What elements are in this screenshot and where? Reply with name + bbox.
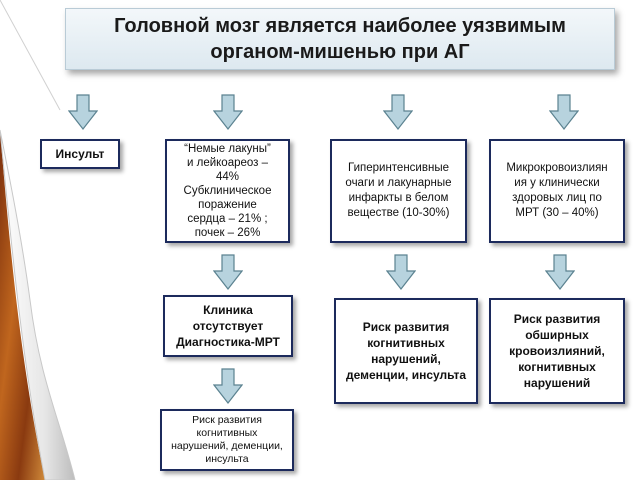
arrow-down-icon — [68, 94, 98, 130]
node-clinic-absent: Клиника отсутствует Диагностика-МРТ — [163, 295, 293, 357]
title-box: Головной мозг является наиболее уязвимым… — [65, 8, 615, 70]
node-hyperintense-foci-text: Гиперинтенсивные очаги и лакунарные инфа… — [345, 162, 452, 219]
node-stroke: Инсульт — [40, 139, 120, 169]
page-title: Головной мозг является наиболее уязвимым… — [114, 15, 566, 63]
node-risk-dementia-text: Риск развития когнитивных нарушений, дем… — [345, 320, 467, 382]
arrow-down-icon — [213, 94, 243, 130]
node-risk-small: Риск развития когнитивных нарушений, дем… — [160, 409, 294, 471]
node-clinic-absent-text: Клиника отсутствует Диагностика-МРТ — [176, 303, 280, 349]
node-microbleeds-text: Микрокровоизлиян ия у клинически здоровы… — [506, 162, 608, 219]
arrow-down-icon — [545, 254, 575, 290]
arrow-down-icon — [383, 94, 413, 130]
arrow-down-icon — [549, 94, 579, 130]
node-risk-extensive-bleeds-text: Риск развития обширных кровоизлияний, ко… — [509, 312, 605, 390]
arrow-down-icon — [386, 254, 416, 290]
arrow-down-icon — [213, 254, 243, 290]
node-risk-dementia: Риск развития когнитивных нарушений, дем… — [334, 298, 478, 404]
node-stroke-text: Инсульт — [55, 147, 105, 161]
node-risk-extensive-bleeds: Риск развития обширных кровоизлияний, ко… — [489, 298, 625, 404]
node-risk-small-text: Риск развития когнитивных нарушений, дем… — [171, 414, 283, 465]
node-silent-lacunes: “Немые лакуны” и лейкоареоз – 44% Субкли… — [165, 139, 290, 243]
arrow-down-icon — [213, 368, 243, 404]
node-hyperintense-foci: Гиперинтенсивные очаги и лакунарные инфа… — [330, 139, 467, 243]
node-microbleeds: Микрокровоизлиян ия у клинически здоровы… — [489, 139, 625, 243]
node-silent-lacunes-text: “Немые лакуны” и лейкоареоз – 44% Субкли… — [183, 143, 272, 239]
page-curl-decoration — [0, 0, 76, 480]
